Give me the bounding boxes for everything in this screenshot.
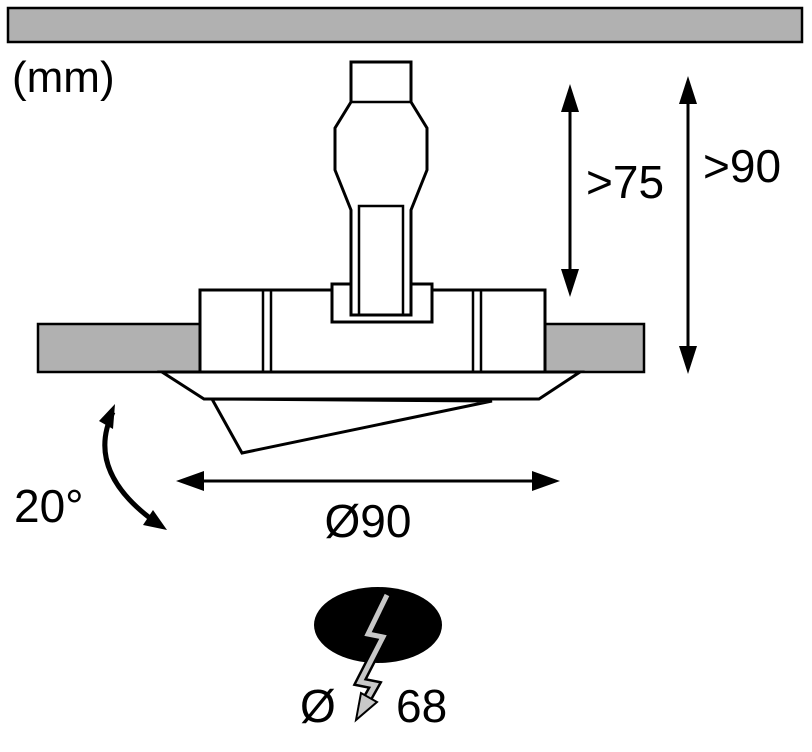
cutout-diameter-symbol: Ø	[300, 680, 336, 732]
outer-diameter-label: Ø90	[325, 495, 412, 547]
dim-arrow-recess-depth-up	[561, 84, 579, 112]
dim-arrow-recess-depth-down	[561, 269, 579, 297]
dim-arrow-outer-diameter-right	[532, 471, 560, 491]
mains-connector-outline	[333, 60, 429, 317]
bezel-flange	[156, 370, 586, 401]
dim-arrow-install-height-down	[679, 346, 697, 374]
connector-neck-inner	[357, 204, 405, 317]
unit-label: (mm)	[12, 53, 115, 102]
dim-arrow-outer-diameter-left	[176, 471, 204, 491]
tilt-angle-label: 20°	[14, 480, 84, 532]
recess-depth-label: >75	[586, 156, 664, 208]
cutout-hole	[314, 587, 442, 663]
install-height-label: >90	[703, 140, 781, 192]
ceiling-slab-bar	[6, 6, 804, 44]
cutout-diameter-value: 68	[396, 680, 447, 732]
tilt-arc-arrowhead-bottom	[143, 510, 167, 530]
dim-arrow-install-height-up	[679, 76, 697, 104]
cut-zigzag-arrow	[356, 593, 390, 710]
ceiling-section-right	[542, 322, 646, 374]
ceiling-section-left	[36, 322, 203, 374]
tilt-arc-arrowhead-top	[99, 404, 115, 429]
tilted-lens	[209, 397, 493, 455]
cut-zigzag-arrowhead	[354, 691, 379, 723]
